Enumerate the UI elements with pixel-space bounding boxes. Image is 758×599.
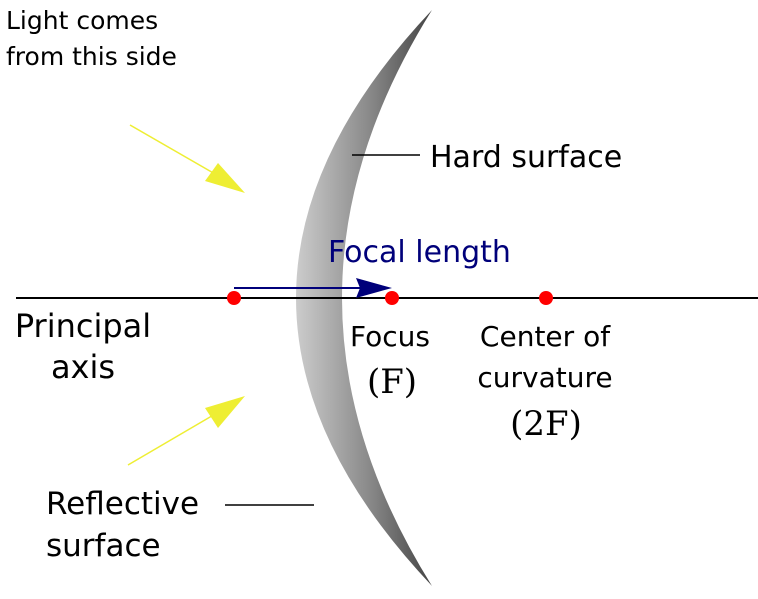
light-ray-bottom-line (127, 409, 223, 466)
focus-symbol: (F) (367, 362, 417, 402)
focal-length-label: Focal length (328, 235, 511, 270)
light-ray-top-arrowhead (205, 163, 245, 193)
principal-axis-label-line2: axis (51, 348, 115, 386)
focal-length-arrowhead (356, 278, 392, 298)
concave-mirror (296, 10, 432, 586)
center-of-curvature-label-line1: Center of (480, 320, 611, 353)
reflective-surface-label-line1: Reflective (46, 486, 199, 522)
light-direction-label-line1: Light comes (6, 6, 158, 35)
center-of-curvature-label-line2: curvature (477, 361, 612, 394)
light-ray-top-line (129, 124, 223, 179)
mirror-vertex-point (227, 291, 241, 305)
center-of-curvature-point (539, 291, 553, 305)
hard-surface-label: Hard surface (430, 140, 622, 175)
reflective-surface-label-line2: surface (46, 528, 161, 564)
center-of-curvature-symbol: (2F) (510, 404, 582, 444)
focus-point (385, 291, 399, 305)
light-direction-label-line2: from this side (6, 42, 177, 71)
principal-axis-label-line1: Principal (15, 307, 151, 345)
light-ray-bottom-arrowhead (205, 396, 245, 428)
focus-label: Focus (350, 320, 430, 353)
